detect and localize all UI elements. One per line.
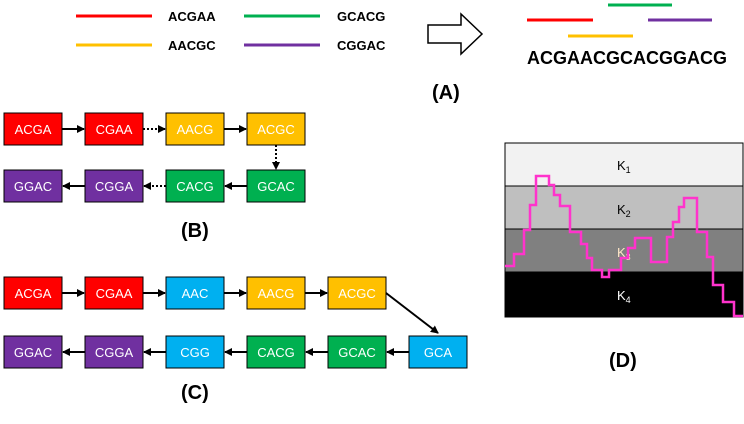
- node-b-cacg-label: CACG: [176, 179, 214, 194]
- node-c-acgc: [327, 276, 387, 310]
- node-b-acga: [3, 112, 63, 146]
- node-c-cgga: [84, 335, 144, 369]
- band-k4-label: K4: [617, 288, 631, 305]
- label-d: (D): [609, 350, 637, 372]
- panel-d: K1 K2 K3 K4 (D): [504, 142, 744, 372]
- band-k1: [504, 142, 744, 187]
- node-b-acga-label: ACGA: [15, 122, 52, 137]
- signal-trace: [505, 174, 743, 318]
- panel-c: ACGA CGAA AAC AACG ACGC GGAC CGGA CGG CA…: [3, 276, 468, 404]
- legend-seq-1: ACGAA: [168, 9, 216, 24]
- node-b-acgc: [246, 112, 306, 146]
- node-b-cgga-label: CGGA: [95, 179, 134, 194]
- legend-seq-2: AACGC: [168, 38, 216, 53]
- node-b-cgaa: [84, 112, 144, 146]
- node-c-cgga-label: CGGA: [95, 345, 134, 360]
- node-c-cacg: [246, 335, 306, 369]
- assembled-sequence: ACGAACGCACGGACG: [527, 48, 727, 68]
- node-c-gcac: [327, 335, 387, 369]
- node-c-acga: [3, 276, 63, 310]
- band-k2: [504, 185, 744, 230]
- band-k4: [504, 271, 744, 318]
- node-c-aacg-label: AACG: [258, 286, 295, 301]
- band-k1-label: K1: [617, 158, 631, 175]
- node-c-acgc-label: ACGC: [338, 286, 376, 301]
- node-c-cacg-label: CACG: [257, 345, 295, 360]
- band-k2-label: K2: [617, 202, 631, 219]
- node-c-aac-label: AAC: [182, 286, 209, 301]
- node-b-gcac-label: GCAC: [257, 179, 295, 194]
- legend-seq-4: CGGAC: [337, 38, 386, 53]
- legend-seq-3: GCACG: [337, 9, 385, 24]
- arrow-right-icon: [427, 12, 484, 56]
- node-c-aac: [165, 276, 225, 310]
- node-c-acga-label: ACGA: [15, 286, 52, 301]
- node-b-ggac: [3, 169, 63, 203]
- node-c-gca-label: GCA: [424, 345, 453, 360]
- node-b-cgaa-label: CGAA: [96, 122, 133, 137]
- node-c-cgg: [165, 335, 225, 369]
- node-b-aacg-label: AACG: [177, 122, 214, 137]
- label-c: (C): [181, 382, 209, 404]
- node-b-cgga: [84, 169, 144, 203]
- panel-a: ACGAA AACGC GCACG CGGAC ACGAACGCACGGACG …: [76, 3, 727, 104]
- node-c-cgg-label: CGG: [180, 345, 210, 360]
- panel-b: ACGA CGAA AACG ACGC GGAC CGGA CACG GCAC …: [3, 112, 306, 242]
- node-b-ggac-label: GGAC: [14, 179, 52, 194]
- edge-c-5-diagonal: [385, 292, 439, 334]
- node-c-gcac-label: GCAC: [338, 345, 376, 360]
- band-k3: [504, 228, 744, 273]
- node-b-acgc-label: ACGC: [257, 122, 295, 137]
- node-c-cgaa-label: CGAA: [96, 286, 133, 301]
- label-b: (B): [181, 220, 209, 242]
- node-c-ggac-label: GGAC: [14, 345, 52, 360]
- label-a: (A): [432, 82, 460, 104]
- node-b-cacg: [165, 169, 225, 203]
- node-c-cgaa: [84, 276, 144, 310]
